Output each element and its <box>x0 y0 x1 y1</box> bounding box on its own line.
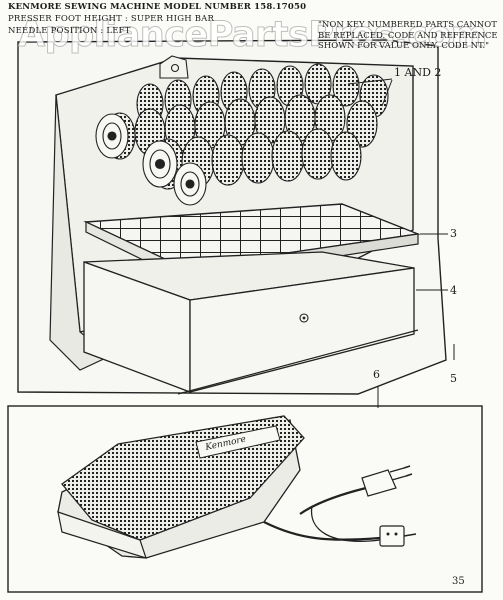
header-model-line: KENMORE SEWING MACHINE MODEL NUMBER 158.… <box>8 2 307 12</box>
plug-icon <box>361 465 413 497</box>
storage-box <box>83 251 419 395</box>
callout-4: 4 <box>450 284 457 297</box>
callout-5: 5 <box>450 372 457 385</box>
leader-lines-upper <box>347 78 455 360</box>
foot-control-pedal <box>57 415 417 559</box>
foot-control-panel <box>7 386 483 593</box>
callout-1-and-2: 1 AND 2 <box>394 66 442 79</box>
non-key-parts-note: "NON KEY NUMBERED PARTS CANNOT BE REPLAC… <box>318 20 498 51</box>
header-presser-foot-line: PRESSER FOOT HEIGHT : SUPER HIGH BAR <box>8 14 215 24</box>
page-number: 35 <box>452 576 465 587</box>
hanger-tab <box>159 55 189 79</box>
connector-icon <box>379 525 417 547</box>
header-needle-position-line: NEEDLE POSITION : LEFT <box>8 26 131 36</box>
accessory-storage-panel <box>17 39 455 395</box>
cam-discs <box>95 63 389 206</box>
callout-6: 6 <box>373 368 380 381</box>
cam-hub-ends <box>95 113 207 206</box>
compartment-side-wall <box>49 94 112 371</box>
callout-3: 3 <box>450 227 457 240</box>
